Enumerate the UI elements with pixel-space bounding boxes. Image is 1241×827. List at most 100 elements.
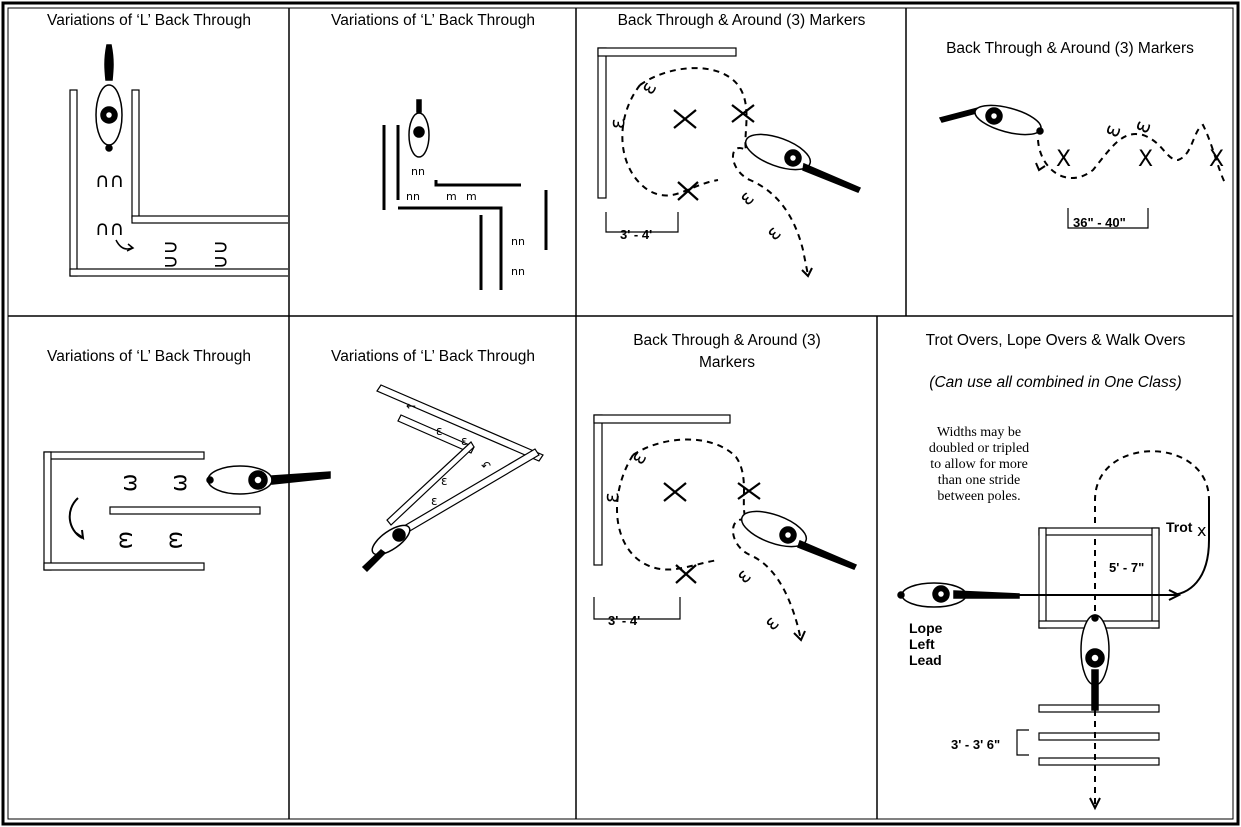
cell-1-title: Variations of ‘L’ Back Through (47, 12, 251, 29)
walk-pole (1038, 704, 1160, 713)
svg-text:ε: ε (731, 563, 756, 588)
svg-text:ε: ε (436, 424, 443, 438)
svg-text:ε: ε (599, 492, 623, 503)
angled-pole-outer-left (376, 384, 544, 462)
walk-gap-label: 3' - 3' 6" (951, 737, 1000, 752)
horse-diagonal (744, 133, 862, 193)
svg-text:ω: ω (117, 474, 142, 492)
back-through-around-diagram-2: X X X ε ε 36" - 40" (938, 104, 1227, 230)
svg-text:nn: nn (406, 190, 420, 203)
svg-text:ω: ω (167, 474, 192, 492)
corner-pole-vertical (593, 414, 603, 566)
trot-path (1168, 500, 1210, 596)
horse-lope (897, 582, 1020, 608)
center-pole (109, 506, 261, 515)
cell-2-title: Variations of ‘L’ Back Through (331, 12, 535, 29)
hoofprint-mark: ∩∩ (95, 168, 124, 192)
walk-pole (1038, 732, 1160, 741)
dashed-route (639, 67, 809, 276)
horse-sketch (361, 524, 411, 573)
trot-pole-left (1038, 527, 1047, 629)
svg-text:ε: ε (605, 118, 629, 129)
cell-3-title: Back Through & Around (3) Markers (617, 12, 866, 29)
svg-text:nn: nn (411, 165, 425, 178)
back-through-around-diagram-3: ε ε ε ε 3' - 4' (593, 414, 858, 642)
width-note-line: Widths may be (937, 425, 1021, 440)
hoofprint-mark: ∩∩ (95, 216, 124, 240)
trot-loop-dashed (1094, 450, 1210, 710)
sketch-pole-bottom (398, 206, 503, 290)
horse-side-view (206, 465, 331, 495)
outer-pole-top (43, 451, 205, 460)
dashed-route (621, 84, 719, 197)
cell-8-subtitle: (Can use all combined in One Class) (929, 374, 1182, 391)
svg-text:m: m (466, 190, 477, 203)
horse-walk (1080, 614, 1110, 711)
horse-top-view-sketch (408, 99, 430, 158)
svg-text:ε: ε (431, 494, 438, 508)
back-through-around-diagram-1: ε ε ε ε 3' - 4' (597, 47, 862, 278)
l-back-through-diagram-4: ← ε ε ↶ ε ε (361, 384, 544, 573)
outer-pole-bottom (43, 562, 205, 571)
dimension-bracket (1067, 208, 1149, 229)
svg-text:↶: ↶ (481, 459, 491, 473)
angled-pole-inner-left (397, 414, 475, 454)
svg-text:ω: ω (164, 531, 189, 549)
cell-7-title-line-2: Markers (699, 354, 755, 371)
width-note-line: doubled or tripled (929, 441, 1029, 456)
dimension-bracket (1016, 729, 1029, 756)
dashed-route (616, 454, 719, 571)
lope-label-line: Lead (909, 652, 942, 668)
gap-label: 5' - 7" (1109, 560, 1144, 575)
corner-pole-horizontal (597, 47, 737, 57)
walk-pole (1038, 757, 1160, 766)
marker-x: X (1209, 147, 1224, 172)
horse-top-view (95, 44, 123, 152)
corner-pole-horizontal (593, 414, 731, 424)
inner-pole-vertical (131, 89, 140, 219)
marker-x (731, 104, 755, 123)
dimension-bracket (593, 597, 681, 620)
svg-text:ε: ε (461, 434, 468, 448)
outer-pole-left (43, 451, 52, 571)
svg-text:ε: ε (441, 474, 448, 488)
trot-label: Trot (1166, 519, 1193, 535)
trot-pole-top (1038, 527, 1160, 536)
marker-x: X (1138, 147, 1153, 172)
svg-text:ε: ε (625, 447, 651, 468)
horse-diagonal (740, 510, 858, 570)
svg-text:m: m (446, 190, 457, 203)
inner-pole-horizontal (131, 215, 288, 224)
dimension-label: 36" - 40" (1073, 215, 1126, 230)
turn-arrow (68, 497, 83, 539)
dimension-bracket (605, 212, 679, 233)
l-back-through-diagram-1: ∩∩ ∩∩ ∩∩ ∩∩ (69, 44, 288, 277)
svg-text:ω: ω (114, 531, 139, 549)
outer-pole-horizontal (69, 268, 288, 277)
svg-text:ε: ε (759, 610, 784, 635)
dashed-route (632, 438, 802, 641)
svg-text:nn: nn (511, 235, 525, 248)
angled-pole-inner-right (386, 441, 475, 526)
svg-text:ε: ε (734, 185, 759, 210)
sketch-pole-mid (434, 180, 521, 187)
cell-4-title: Back Through & Around (3) Markers (946, 40, 1194, 57)
cell-6-title: Variations of ‘L’ Back Through (331, 348, 535, 365)
hoofprint-mark: ∩∩ (160, 240, 184, 269)
marker-x (673, 109, 697, 129)
outer-pole-vertical (69, 89, 78, 277)
dimension-label: 3' - 4' (620, 227, 652, 242)
horse-diagonal (938, 104, 1044, 136)
svg-text:←: ← (406, 399, 416, 413)
hoofprint-mark: ∩∩ (210, 240, 234, 269)
l-back-through-diagram-3: ω ω ω ω (43, 451, 331, 571)
width-note-line: to allow for more (930, 457, 1028, 472)
trot-lope-walk-overs-diagram: Widths may be doubled or tripled to allo… (897, 425, 1210, 811)
marker-x: X (1056, 147, 1071, 172)
marker-x (677, 181, 699, 201)
svg-text:ε: ε (1099, 121, 1127, 141)
width-note-line: between poles. (937, 489, 1020, 504)
svg-text:ε: ε (761, 220, 786, 245)
dimension-label: 3' - 4' (608, 613, 640, 628)
